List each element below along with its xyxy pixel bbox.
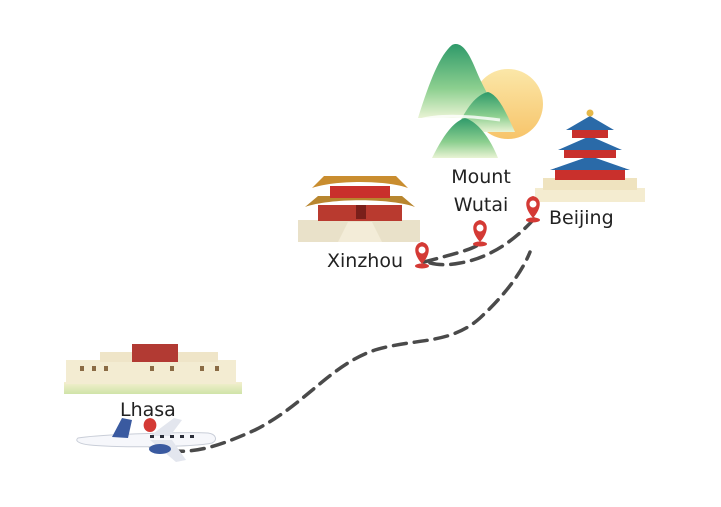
route-xinzhou-wutai [422,240,482,264]
place-label-xinzhou: Xinzhou [327,250,404,272]
location-pin-icon-lhasa [143,418,157,432]
location-pin-icon-xinzhou [415,242,429,269]
route-lhasa-beijing [148,250,532,453]
temple-of-heaven-icon [535,109,645,202]
place-label-lhasa: Lhasa [120,399,176,421]
potala-palace-icon [64,344,242,394]
route-beijing-xinzhou [420,217,536,267]
place-label-wutai-line1: Mount [451,166,511,188]
mountain-sun-icon [418,44,543,158]
location-pin-icon-beijing [526,196,540,223]
route-path [148,217,536,453]
place-label-wutai-line2: Wutai [453,194,509,216]
place-label-beijing: Beijing [549,207,614,229]
location-pin-icon-wutai [473,220,487,247]
temple-hall-icon [298,176,420,242]
airplane-icon [76,418,216,462]
